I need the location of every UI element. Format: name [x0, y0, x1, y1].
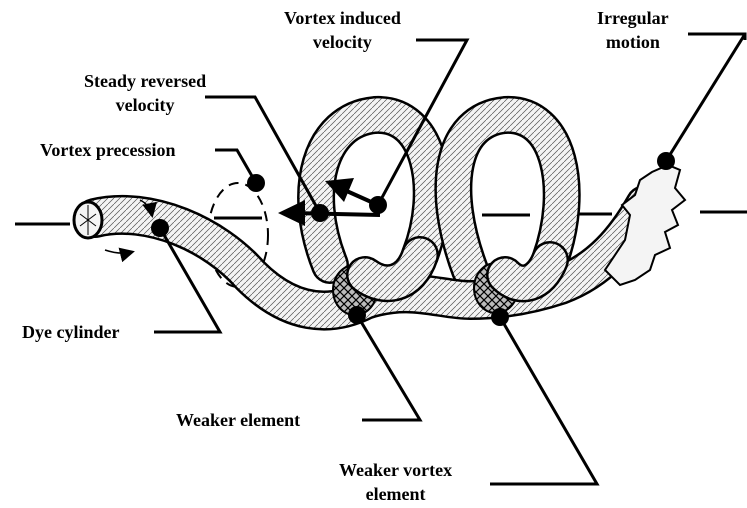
- label-vortex-induced-velocity: Vortex induced velocity: [284, 6, 401, 54]
- label-irregular-motion: Irregular motion: [597, 6, 669, 54]
- label-steady-reversed-velocity: Steady reversed velocity: [84, 69, 206, 117]
- label-dye-cylinder: Dye cylinder: [22, 320, 119, 344]
- label-weaker-vortex-element: Weaker vortex element: [339, 458, 452, 506]
- dye-cylinder-end: [74, 202, 102, 238]
- label-weaker-element: Weaker element: [176, 408, 300, 432]
- label-vortex-precession: Vortex precession: [40, 138, 175, 162]
